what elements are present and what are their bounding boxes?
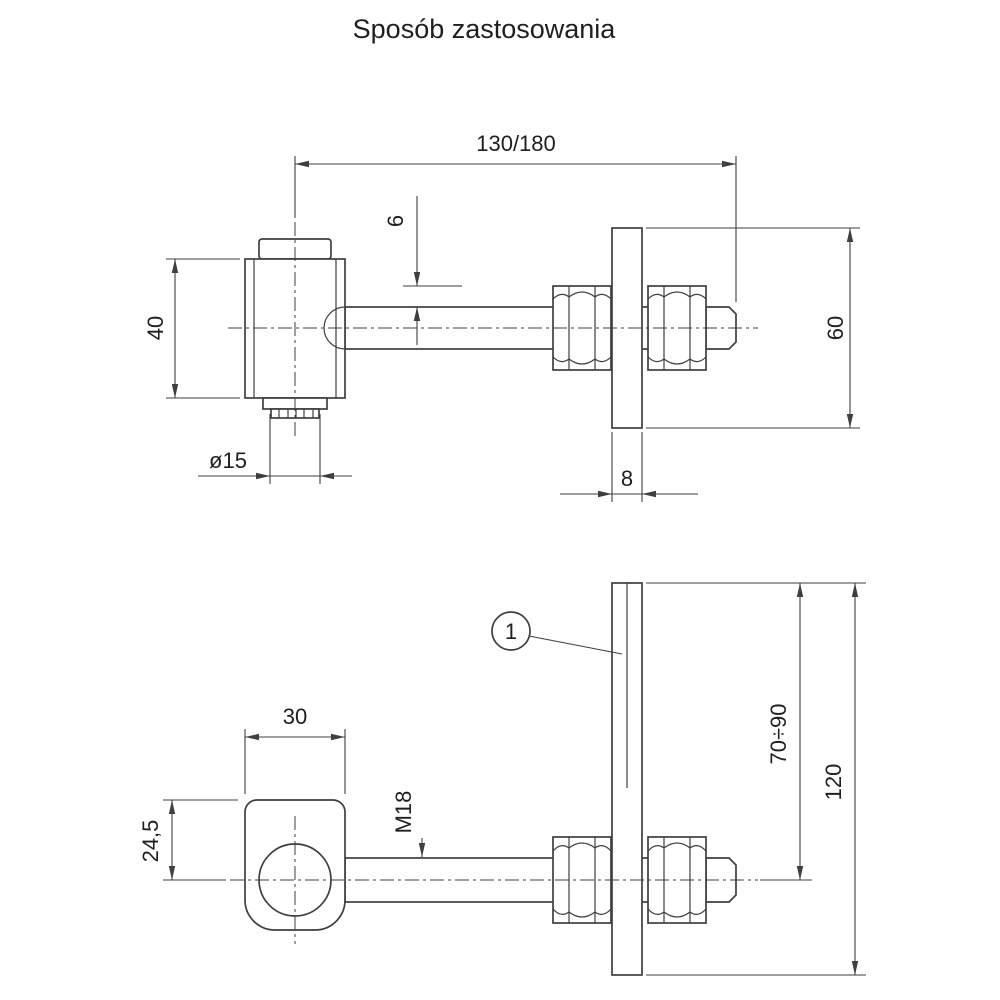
dim-adjust-range: 70÷90 [760, 583, 812, 881]
callout-1: 1 [491, 611, 623, 655]
dim-plate-thickness-label: 8 [621, 466, 633, 491]
dim-thread-label: M18 [391, 791, 416, 834]
dim-body-width-label: 30 [283, 704, 307, 729]
bottom-view: 1 30 24,5 M18 70÷90 120 [138, 582, 866, 976]
dim-thread: M18 [391, 791, 426, 857]
balloon-label: 1 [505, 619, 517, 644]
dim-plate-length: 120 [646, 582, 866, 976]
dim-adjust-range-label: 70÷90 [766, 703, 791, 764]
centerlines-top [228, 222, 758, 438]
dim-plate-length-label: 120 [821, 764, 846, 801]
dim-length: 130/180 [294, 131, 737, 302]
centerlines-bottom [230, 816, 758, 944]
dim-offset: 6 [383, 196, 462, 345]
dim-body-width: 30 [244, 704, 346, 794]
dim-length-label: 130/180 [476, 131, 556, 156]
dim-axis-offset: 24,5 [138, 799, 238, 881]
dim-hinge-height-label: 40 [143, 316, 168, 340]
dim-pin-diameter: ø15 [198, 414, 352, 484]
dim-hinge-height: 40 [143, 258, 240, 399]
dim-pin-diameter-label: ø15 [209, 448, 247, 473]
top-view: 130/180 6 40 60 ø15 [143, 131, 860, 502]
dim-axis-offset-label: 24,5 [138, 820, 163, 863]
dim-plate-height-label: 60 [823, 316, 848, 340]
dim-offset-label: 6 [383, 215, 408, 227]
balloon-circle [491, 611, 531, 651]
page-title: Sposób zastosowania [353, 14, 617, 44]
dim-plate-height: 60 [646, 227, 860, 429]
dim-plate-thickness: 8 [560, 432, 698, 502]
